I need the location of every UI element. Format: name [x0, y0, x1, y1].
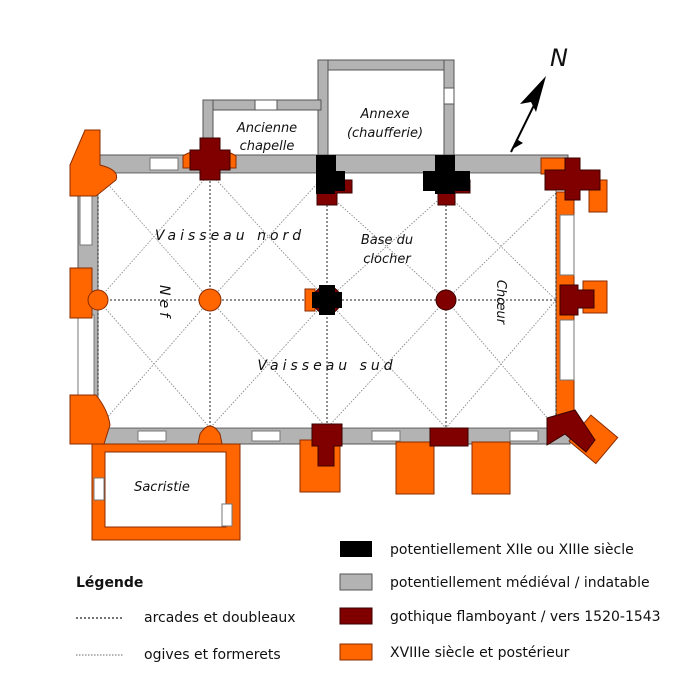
label-ancienne-line1: Ancienne: [236, 121, 297, 136]
label-sacristie: Sacristie: [134, 480, 190, 495]
legend-period-1: potentiellement médiéval / indatable: [390, 575, 650, 591]
label-nef: Nef: [156, 285, 172, 321]
legend-period-2: gothique flamboyant / vers 1520-1543: [390, 609, 661, 625]
label-base-line1: Base du: [361, 233, 413, 248]
ogives: [97, 172, 557, 429]
legend-swatch-black: [340, 541, 372, 557]
compass-arrow-icon: [510, 76, 546, 153]
label-annexe-line2: (chaufferie): [347, 126, 423, 141]
label-vaisseau-sud: Vaisseau sud: [257, 358, 396, 374]
legend-swatch-orange: [339, 643, 373, 661]
label-vaisseau-nord: Vaisseau nord: [155, 228, 305, 244]
black-elements: [312, 155, 470, 315]
legend-title: Légende: [76, 575, 143, 591]
label-choeur: Chœur: [493, 280, 508, 326]
sacristie-windows: [93, 477, 233, 527]
legend-swatch-maroon: [339, 607, 373, 625]
legend-period-3: XVIIIe siècle et postérieur: [390, 645, 570, 661]
label-annexe-line1: Annexe: [359, 107, 409, 122]
legend-ogives: ogives et formerets: [144, 647, 281, 663]
compass-label: N: [550, 44, 568, 72]
legend: Légende arcades et doubleaux ogives et f…: [76, 541, 661, 663]
legend-period-0: potentiellement XIIe ou XIIIe siècle: [390, 542, 634, 558]
legend-arcades: arcades et doubleaux: [144, 610, 296, 626]
label-base-line2: clocher: [363, 252, 412, 267]
label-ancienne-line2: chapelle: [240, 139, 295, 154]
legend-swatch-gray: [339, 573, 373, 591]
